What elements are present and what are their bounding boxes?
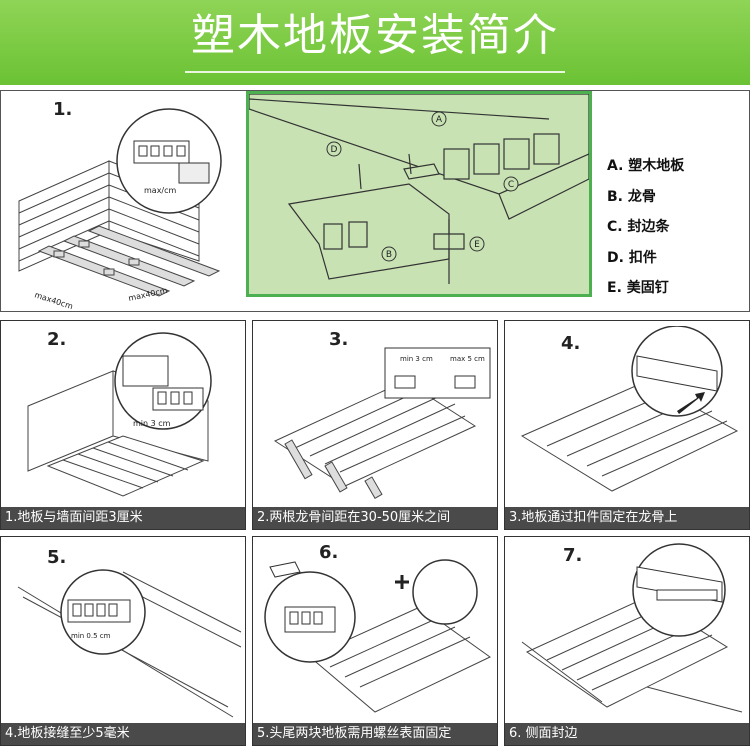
step-panel-5: 5. min 0.5 cm 4.地板接缝至少5毫米 xyxy=(0,536,246,746)
legend-item-b: B. 龙骨 xyxy=(607,188,656,205)
page-title: 塑木地板安装简介 xyxy=(191,10,559,61)
step-caption: 6. 侧面封边 xyxy=(505,723,749,745)
title-underline xyxy=(185,71,565,73)
step-caption: 3.地板通过扣件固定在龙骨上 xyxy=(505,507,749,529)
gap-dim-label: min 3 cm xyxy=(133,419,171,428)
step-number: 3. xyxy=(329,329,349,350)
callout-b: B xyxy=(386,250,392,260)
step-number: 6. xyxy=(319,542,339,563)
step-number: 2. xyxy=(47,329,67,350)
overview-panel: 1. max/cm max40cm xyxy=(0,90,750,312)
legend-item-d: D. 扣件 xyxy=(607,249,657,266)
callout-a: A xyxy=(436,115,443,125)
edge-trim-illustration xyxy=(521,543,743,713)
step-panel-7: 7. 6. 侧面封边 xyxy=(504,536,750,746)
component-legend: A. 塑木地板 B. 龙骨 C. 封边条 D. 扣件 E. 美固钉 xyxy=(607,151,684,304)
step-caption: 2.两根龙骨间距在30-50厘米之间 xyxy=(253,507,497,529)
step-caption: 5.头尾两块地板需用螺丝表面固定 xyxy=(253,723,497,745)
overview-illustration: max/cm max40cm max40cm xyxy=(18,108,222,311)
step-panel-6: 6. 5.头尾两块地板需用螺丝表面固定 xyxy=(252,536,498,746)
wall-gap-illustration: min 3 cm xyxy=(27,332,212,497)
component-diagram: A B C D E xyxy=(246,91,592,297)
step-number: 1. xyxy=(53,99,73,120)
clip-fixing-illustration xyxy=(520,326,739,492)
step-number: 7. xyxy=(563,545,583,566)
step-panel-4: 4. 3.地板通过扣件固定在龙骨上 xyxy=(504,320,750,530)
dim-label-left: max40cm xyxy=(33,290,74,311)
deck-section-illustration: A B C D E xyxy=(249,94,589,284)
max-dim-label: max 5 cm xyxy=(450,355,485,363)
joist-spacing-illustration: min 3 cm max 5 cm xyxy=(273,347,491,500)
step-caption: 1.地板与墙面间距3厘米 xyxy=(1,507,245,529)
callout-e: E xyxy=(474,240,480,250)
min-dim-label: min 3 cm xyxy=(400,355,433,363)
board-joint-illustration: min 0.5 cm xyxy=(17,569,242,718)
legend-item-c: C. 封边条 xyxy=(607,219,670,235)
step-panel-3: 3. min 3 cm max 5 cm 2.两根龙骨间距在30-50厘米之间 xyxy=(252,320,498,530)
joint-dim-label: min 0.5 cm xyxy=(71,632,111,640)
callout-d: D xyxy=(331,145,338,155)
step-caption: 4.地板接缝至少5毫米 xyxy=(1,723,245,745)
step-panel-2: 2. min 3 cm 1.地板与墙面间距3厘米 xyxy=(0,320,246,530)
surface-screw-illustration xyxy=(264,559,491,713)
step-number: 4. xyxy=(561,333,581,354)
legend-item-a: A. 塑木地板 xyxy=(607,158,685,174)
legend-item-e: E. 美固钉 xyxy=(607,280,669,296)
inset-dim-label: max/cm xyxy=(144,186,177,195)
step-number: 5. xyxy=(47,547,67,568)
callout-c: C xyxy=(508,180,514,190)
title-banner: 塑木地板安装简介 xyxy=(0,0,750,85)
